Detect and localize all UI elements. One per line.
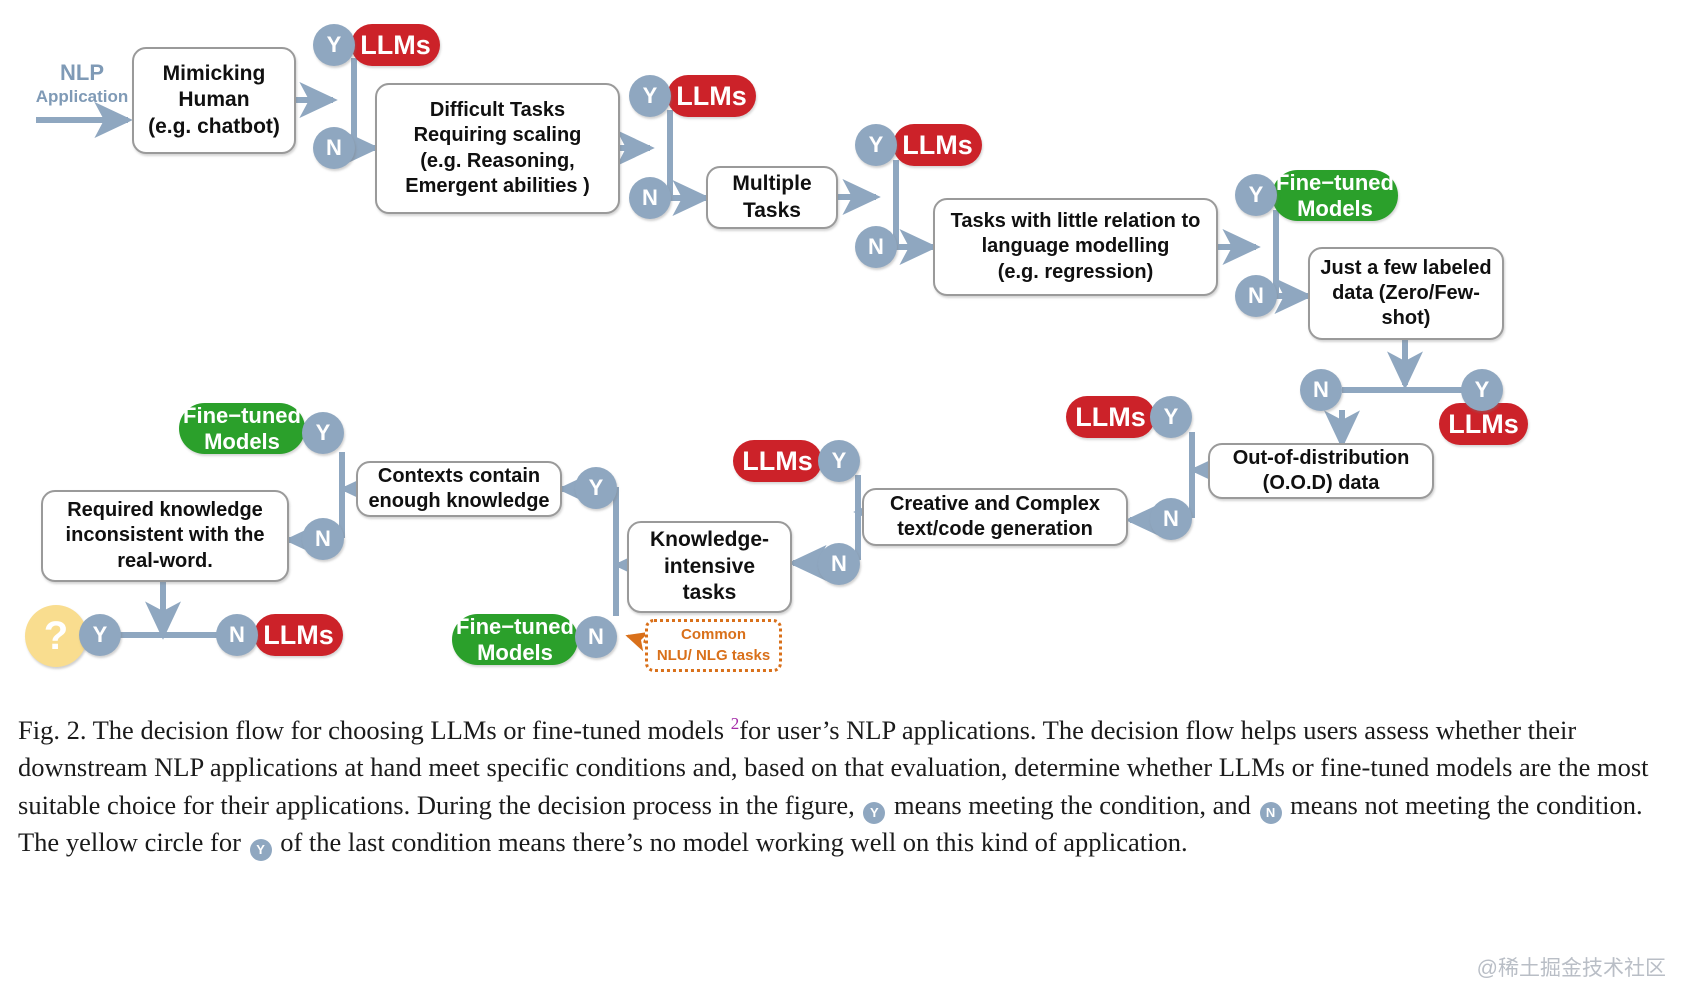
outcome-finetuned-3[interactable]: Fine−tuned Models bbox=[179, 403, 305, 454]
decision-mimicking-yes[interactable]: Y bbox=[313, 24, 355, 66]
outcome-llms-5[interactable]: LLMs bbox=[1066, 396, 1155, 438]
decision-little-relation-yes[interactable]: Y bbox=[1235, 174, 1277, 216]
node-difficult-tasks[interactable]: Difficult Tasks Requiring scaling (e.g. … bbox=[375, 83, 620, 214]
watermark: @稀土掘金技术社区 bbox=[1476, 957, 1666, 980]
caption-part-4: means not meeting the condition. The yel… bbox=[18, 789, 1643, 858]
inline-no-icon: N bbox=[1259, 801, 1282, 824]
node-few-labeled-data[interactable]: Just a few labeled data (Zero/Few- shot) bbox=[1308, 247, 1504, 340]
node-multiple-tasks[interactable]: Multiple Tasks bbox=[706, 166, 838, 229]
decision-knowledge-no[interactable]: N bbox=[575, 616, 617, 658]
annotation-line-2: NLU/ NLG tasks bbox=[656, 646, 771, 664]
caption-part-5: of the last condition means there’s no m… bbox=[273, 827, 1188, 858]
node-knowledge-intensive[interactable]: Knowledge- intensive tasks bbox=[627, 521, 792, 613]
caption-part-1: Fig. 2. The decision flow for choosing L… bbox=[18, 715, 731, 745]
outcome-finetuned-2[interactable]: Fine−tuned Models bbox=[452, 614, 578, 665]
decision-difficult-yes[interactable]: Y bbox=[629, 75, 671, 117]
decision-ood-no[interactable]: N bbox=[1150, 498, 1192, 540]
inline-yes-icon: Y bbox=[863, 801, 886, 824]
annotation-line-1: Common bbox=[681, 626, 746, 644]
node-ood-data[interactable]: Out-of-distribution (O.O.D) data bbox=[1208, 443, 1434, 499]
outcome-llms-3[interactable]: LLMs bbox=[893, 124, 982, 166]
decision-creative-yes[interactable]: Y bbox=[818, 440, 860, 482]
outcome-finetuned-1[interactable]: Fine−tuned Models bbox=[1272, 170, 1398, 221]
caption-part-2: for user’s NLP applications. The decisio… bbox=[18, 715, 1649, 820]
decision-required-yes[interactable]: Y bbox=[79, 614, 121, 656]
decision-contexts-yes[interactable]: Y bbox=[302, 412, 344, 454]
caption-footnote-ref: 2 bbox=[730, 714, 740, 734]
outcome-llms-6[interactable]: LLMs bbox=[733, 440, 822, 482]
node-creative-generation[interactable]: Creative and Complex text/code generatio… bbox=[862, 488, 1128, 546]
inline-yes-icon-2: Y bbox=[249, 839, 272, 862]
decision-knowledge-yes[interactable]: Y bbox=[575, 467, 617, 509]
decision-few-labeled-yes[interactable]: Y bbox=[1461, 369, 1503, 411]
node-contexts-knowledge[interactable]: Contexts contain enough knowledge bbox=[356, 461, 562, 517]
outcome-llms-2[interactable]: LLMs bbox=[667, 75, 756, 117]
annotation-common-nlu-nlg: Common NLU/ NLG tasks bbox=[645, 619, 782, 672]
decision-multiple-yes[interactable]: Y bbox=[855, 124, 897, 166]
decision-contexts-no[interactable]: N bbox=[302, 518, 344, 560]
decision-multiple-no[interactable]: N bbox=[855, 226, 897, 268]
node-required-knowledge[interactable]: Required knowledge inconsistent with the… bbox=[41, 490, 289, 582]
question-mark-circle[interactable]: ? bbox=[25, 605, 87, 667]
decision-little-relation-no[interactable]: N bbox=[1235, 275, 1277, 317]
decision-creative-no[interactable]: N bbox=[818, 543, 860, 585]
decision-difficult-no[interactable]: N bbox=[629, 177, 671, 219]
outcome-llms-7[interactable]: LLMs bbox=[254, 614, 343, 656]
figure-caption: Fig. 2. The decision flow for choosing L… bbox=[18, 712, 1670, 862]
decision-ood-yes[interactable]: Y bbox=[1150, 396, 1192, 438]
decision-required-no[interactable]: N bbox=[216, 614, 258, 656]
node-mimicking-human[interactable]: Mimicking Human (e.g. chatbot) bbox=[132, 47, 296, 154]
outcome-llms-1[interactable]: LLMs bbox=[351, 24, 440, 66]
decision-few-labeled-no[interactable]: N bbox=[1300, 369, 1342, 411]
node-little-relation[interactable]: Tasks with little relation to language m… bbox=[933, 198, 1218, 296]
caption-part-3: means meeting the condition, and bbox=[887, 789, 1258, 820]
decision-mimicking-no[interactable]: N bbox=[313, 127, 355, 169]
decision-flow-figure: NLP Application Mimicking Human (e.g. ch… bbox=[25, 24, 1528, 672]
entry-label: NLP Application bbox=[35, 60, 129, 106]
